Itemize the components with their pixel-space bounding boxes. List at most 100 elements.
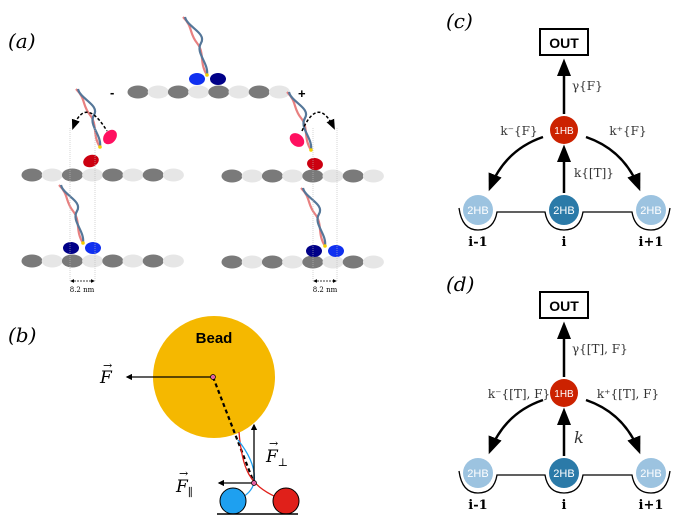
tubulin-subunit [21,168,43,182]
coiled-coil [182,16,208,76]
coiled-coil [300,187,326,247]
neck-linker [81,241,85,245]
backward-step-arrow [488,398,544,455]
panel-c-label: (c) [446,9,473,33]
tubulin-subunit [142,168,164,182]
state-2hb [463,195,493,225]
coiled-coil [301,187,327,247]
vector-mark: → [269,437,278,450]
tubulin-subunit [362,169,384,183]
tubulin-subunit [142,254,164,268]
tubulin-subunit [82,168,104,182]
forward-step-arrow [585,135,641,192]
attachment-point [251,480,257,486]
state-2hb [549,195,579,225]
motor-head [63,242,79,254]
site-label: i [562,498,567,513]
tubulin-subunit [208,85,230,99]
state-1hb-label: 1HB [554,126,574,137]
out-label: OUT [549,35,579,51]
tubulin-subunit [102,254,124,268]
vector-mark: → [179,467,188,480]
tubulin-subunit [282,169,304,183]
rate-minus-label: k⁻{F} [500,124,537,138]
tubulin-subunit [21,254,43,268]
force-perp-label: F⊥ [265,447,288,469]
motor-head [306,245,322,257]
state-2hb-label: 2HB [640,468,661,480]
backward-step-arrow [488,135,544,192]
tubulin-subunit [342,255,364,269]
rate-plus-label: k⁺{[T], F} [597,387,659,401]
tubulin-subunit [322,255,344,269]
step-size-left: 8.2 nm [70,286,95,294]
state-2hb-label: 2HB [640,205,661,217]
rate-out-label: γ{[T], F} [572,342,628,356]
step-guides [69,128,338,282]
state-1hb-label: 1HB [554,389,574,400]
plus-end-label: + [298,86,306,101]
rate-out-label: γ{F} [572,79,603,93]
tubulin-subunit [162,254,184,268]
tubulin-subunit [342,169,364,183]
state-2hb [636,458,666,488]
forward-step-arrow [585,398,641,455]
coiled-coil [287,91,313,151]
tubulin-subunit [102,168,124,182]
panel-b-label: (b) [8,323,36,347]
step-size-right: 8.2 nm [313,286,338,294]
coiled-coil [183,16,209,76]
panel-a-label: (a) [8,29,36,53]
state-2hb-label: 2HB [467,468,488,480]
force-par-label: F∥ [175,477,193,499]
neck-linker [205,73,209,77]
site-label: i+1 [639,235,664,250]
rate-up-label: k{[T]} [574,166,614,180]
tubulin-subunit [127,85,149,99]
tubulin-subunit [82,254,104,268]
motor-head [103,129,117,145]
tubulin-subunit [261,169,283,183]
coiled-coil [59,184,85,244]
panel-b: (b) Bead F → F⊥ → F∥ → [8,316,300,515]
tubulin-subunit [322,169,344,183]
tubulin-subunit [221,255,243,269]
microtubules [21,85,384,269]
out-box [539,291,589,319]
out-box [539,28,589,56]
state-2hb-label: 2HB [553,468,574,480]
vector-mark: → [103,359,112,372]
coiled-coil [58,184,84,244]
tubulin-subunit [188,85,210,99]
panel-d-label: (d) [446,272,474,296]
state-2hb [636,195,666,225]
swing-arrow-right [301,111,335,132]
tubulin-subunit [61,168,83,182]
red-head [272,487,300,515]
energy-landscape [458,207,671,231]
tubulin-subunit [221,169,243,183]
motor-head [307,157,323,171]
coiled-coil [75,88,101,148]
rate-plus-label: k⁺{F} [609,124,646,138]
tubulin-subunit [248,85,270,99]
site-label: i [562,235,567,250]
tether-line [211,376,256,484]
tubulin-subunit [41,254,63,268]
bead-center-point [210,374,216,380]
tubulin-subunit [167,85,189,99]
motor-head [83,154,99,168]
state-1hb [550,116,578,144]
tubulin-subunit [147,85,169,99]
out-label: OUT [549,298,579,314]
neck-linker [309,148,313,152]
tubulin-subunit [41,168,63,182]
motor-head [328,245,344,257]
motor-head [210,73,226,85]
state-2hb [463,458,493,488]
site-label: i-1 [468,235,487,250]
blue-head [219,487,247,515]
tubulin-subunit [61,254,83,268]
tubulin-subunit [122,254,144,268]
